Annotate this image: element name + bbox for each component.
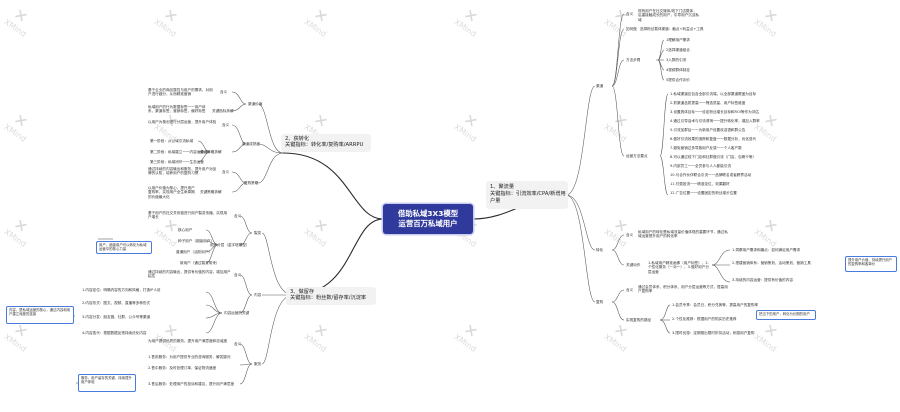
qudao-value-label-2[interactable]: 关键指标拆解 [212, 109, 234, 113]
branch-2-box[interactable] [281, 134, 371, 152]
ops-item[interactable]: 8.可以通过线下门店和社群做引流（门店、包裹卡等） [670, 155, 757, 159]
zhuanhua-sub-item[interactable]: 2.搭建营销体系：营销策划、活动策划、营销工具 [732, 261, 811, 265]
user-tier-item[interactable]: 核心用户 [178, 228, 193, 232]
ops-item[interactable]: 4.通过引导话术与引流诱饵一一提升转化率，增加入群率 [670, 119, 760, 123]
qudao-value-item-2: 私域用户的行为数据标签一一用户体系，渠道标签，营销标签，偏好标签 [148, 105, 206, 114]
neirong-note: 内容，是私域运营的核心，通过内容和用户建立深度的连接 [6, 306, 74, 324]
central-topic[interactable]: 借助私域3X3模型 运营百万私域用户 [383, 204, 473, 234]
ops-item[interactable]: 6.做好引流效果的追踪和复盘一一数据分析，优化迭代 [670, 137, 757, 141]
maturity-stage-item[interactable]: 第二阶段：私域建立一一内容运营 [150, 150, 204, 154]
fugou-note: 把当下的用户，转化为长期的用户 [756, 310, 816, 320]
central-topic-line2: 运营百万私域用户 [398, 219, 458, 228]
fugou-meaning-label[interactable]: 含义 [626, 288, 634, 292]
qudao-steps-label[interactable]: 方法步骤 [626, 58, 641, 62]
branch-1-subtitle: 关键指标：引流效率/CPA/新增用户量 [490, 191, 566, 204]
zhuanhua-meaning-text: 私域用户的转化是私域流量价值体现的重要环节，通过私域运营提升用户的转化率 [638, 230, 728, 239]
maturity-meaning-text: 以用户为核心进行分层运营，提升用户体验 [148, 120, 217, 124]
repurchase-strategy-text: 以用户价值为核心，提升用户复购率，实现用户全生命周期的价值最大化 [148, 186, 195, 199]
neirong-key-label[interactable]: 内容运营的关键 [224, 311, 250, 315]
topic-qudao-value[interactable]: 渠道价值 [248, 102, 263, 106]
liebian-meaning-text: 基于用户的社交关系链进行用户裂变传播，实现用户增长 [148, 211, 228, 220]
ops-item[interactable]: 12.广告位置一一设置固定的粉丝增长位置 [670, 191, 737, 195]
zhuanhua-sub-item[interactable]: 3.持续的内容运营：提供有价值的内容 [732, 278, 793, 282]
maturity-stage-item[interactable]: 第三阶段：私域闭环一一生态运营 [150, 160, 204, 164]
qudao-ops-label[interactable]: 运营方法要点 [626, 154, 648, 158]
fugou-path-item[interactable]: 2.个性化推荐：根据用户的购买历史推荐 [672, 317, 737, 321]
branch-2-title: 2、获转化 [285, 136, 310, 142]
zhuanhua-action-text: 1.私域用户精准画像（用户标签），2.个性化服务（一对一），3.做好用户分层运营 [648, 261, 709, 274]
zhuanhua-sub-item[interactable]: 1.洞察用户需求和痛点：如何满足用户需求 [732, 248, 801, 252]
neirong-key-item[interactable]: 4.内容迭代：根据数据反馈持续优化内容 [82, 331, 147, 335]
repurchase-meaning-label[interactable]: 含义 [222, 170, 230, 174]
branch-2-subtitle: 关键指标：转化率/复购率/ARRPU [285, 142, 364, 148]
fuwu-item[interactable]: 3.售后服务：处理用户的投诉和建议，提升用户满意度 [148, 382, 235, 386]
link-center-b2 [282, 152, 384, 220]
branch-1-box[interactable] [486, 181, 568, 209]
qudao-value-item-1: 基于企业的商品属性与用户的需求，对用户进行细分，从而精准营销 [148, 88, 213, 97]
neirong-key-item[interactable]: 1.内容定位：明确内容的方向和风格，打造IP人设 [82, 288, 161, 292]
qudao-how-label[interactable]: 如何做 [626, 27, 637, 31]
step-item[interactable]: 3入群的引流 [666, 58, 687, 62]
repurchase-strategy-label[interactable]: 关键策略拆解 [200, 190, 222, 194]
fuwu-meaning-text: 为用户提供优质的服务，提升用户满意度和忠诚度 [148, 339, 228, 343]
branch-3-subtitle: 关键指标：粉丝数/留存率/沉淀率 [290, 295, 367, 301]
zhuanhua-note: 提升用户价值，持续提升用户的复购率和客单价 [845, 256, 897, 272]
step-item[interactable]: 4视频群体制定 [666, 68, 690, 72]
ops-item[interactable]: 1.私域渠道应包含全部引流端，以全部渠道覆盖为目标 [670, 92, 757, 96]
topic-qudao[interactable]: 渠道 [596, 84, 604, 88]
ops-item[interactable]: 5.引流加群后一一为新用户设置欢迎语和群公告 [670, 128, 746, 132]
fugou-path-item[interactable]: 1.会员专享：会员日，积分兑换等，提高用户的复购率 [672, 303, 759, 307]
ops-item[interactable]: 2.抓渠道品质提高一一筛选质量、用户标签维度 [670, 101, 746, 105]
maturity-stage-item[interactable]: 第一阶段：从公域引流私域 [150, 139, 194, 143]
qudao-meaning-text: 现有用户在社交媒体/线下门店载体，后重接触成长的用户，引导用户沉淀私域 [638, 9, 700, 22]
ops-item[interactable]: 10.与合作伙伴联合引流一一品牌联名或者跨界活动 [670, 173, 752, 177]
maturity-strategy-label[interactable]: 关键策略拆解 [200, 150, 222, 154]
step-item[interactable]: 1理解用户需求 [666, 38, 690, 42]
branch-3-box[interactable] [286, 287, 376, 305]
maturity-meaning-label[interactable]: 含义 [222, 123, 230, 127]
topic-fuwu[interactable]: 服务 [254, 362, 262, 366]
ops-item[interactable]: 7.避免营销过多导致用户反感一一个人客户数 [670, 146, 742, 150]
topic-zhuanhua[interactable]: 转化 [596, 248, 604, 252]
neirong-key-item[interactable]: 3.内容分发：朋友圈、社群、公众号等渠道 [82, 315, 151, 319]
topic-fugou[interactable]: 复购 [596, 300, 604, 304]
branch-3-title: 3、做留存 [290, 289, 315, 295]
fugou-meaning-text: 通过会员体系、积分体系、用户分层运营等方式，提高用户复购率 [638, 285, 728, 294]
ops-item[interactable]: 11.付费投流一一精准定位、效果翻好 [670, 182, 730, 186]
qudao-how-text: 选择粉丝载体渠道：触点+利益点+工具 [640, 27, 704, 31]
zhuanhua-meaning-label[interactable]: 含义 [626, 233, 634, 237]
liebian-pyramid-label[interactable]: 用户分层（金字塔模型） [210, 243, 250, 247]
fugou-path-item[interactable]: 3.限时优惠：定期推出限时折扣活动，刺激用户复购 [672, 331, 755, 335]
neirong-meaning-text: 通过持续的内容输出，提供有价值的内容，增加用户粘性 [148, 270, 231, 279]
topic-neirong[interactable]: 内容 [254, 293, 262, 297]
qudao-meaning-label[interactable]: 含义 [626, 12, 634, 16]
repurchase-meaning-text: 通过持续的内容输出和服务，提升用户对品牌的认知，培养用户的复购习惯 [148, 167, 217, 176]
branch-1-title: 1、聚流量 [490, 184, 515, 190]
user-tier-item[interactable]: 新用户（通过裂变带来） [180, 261, 220, 265]
step-item[interactable]: 2选择渠道组合 [666, 48, 690, 52]
central-topic-line1: 借助私域3X3模型 [397, 209, 459, 218]
neirong-meaning-label[interactable]: 含义 [234, 273, 242, 277]
link-center-b3 [292, 218, 384, 296]
user-tier-item[interactable]: 种子用户（超级用户） [178, 239, 214, 243]
liebian-meaning-label[interactable]: 含义 [234, 214, 242, 218]
fuwu-note: 服务，用户留存的关键，持续提升用户体验 [78, 374, 136, 392]
topic-maturity[interactable]: 渠道成熟度 [242, 142, 260, 146]
zhuanhua-action-label[interactable]: 关键动作 [626, 263, 641, 267]
fugou-path-label[interactable]: 实现复购的路径 [626, 318, 652, 322]
fuwu-item[interactable]: 2.售中服务：及时处理订单，保证物流速度 [148, 366, 217, 370]
ops-item[interactable]: 3.设置具体目标一一设定粉丝增长目标和ROI等作为评估 [670, 110, 759, 114]
step-item[interactable]: 5提供合作评价 [666, 78, 690, 82]
topic-liebian[interactable]: 裂变 [254, 231, 262, 235]
ops-item[interactable]: 9.内部员工一一全员参与人人都能引流 [670, 164, 731, 168]
user-tier-item[interactable]: 普通用户（活跃用户） [176, 250, 212, 254]
liebian-note: 用户，超级用户可以转化为私域运营中的核心力量 [96, 241, 152, 254]
qudao-value-label-1[interactable]: 含义 [220, 90, 228, 94]
neirong-key-item[interactable]: 2.内容形式：图文、视频、直播等多种形式 [82, 301, 151, 305]
fuwu-item[interactable]: 1.售前服务：为用户提供专业的咨询服务，解答疑问 [148, 355, 231, 359]
topic-repurchase-strategy[interactable]: 复购策略 [244, 181, 259, 185]
fuwu-meaning-label[interactable]: 含义 [234, 342, 242, 346]
